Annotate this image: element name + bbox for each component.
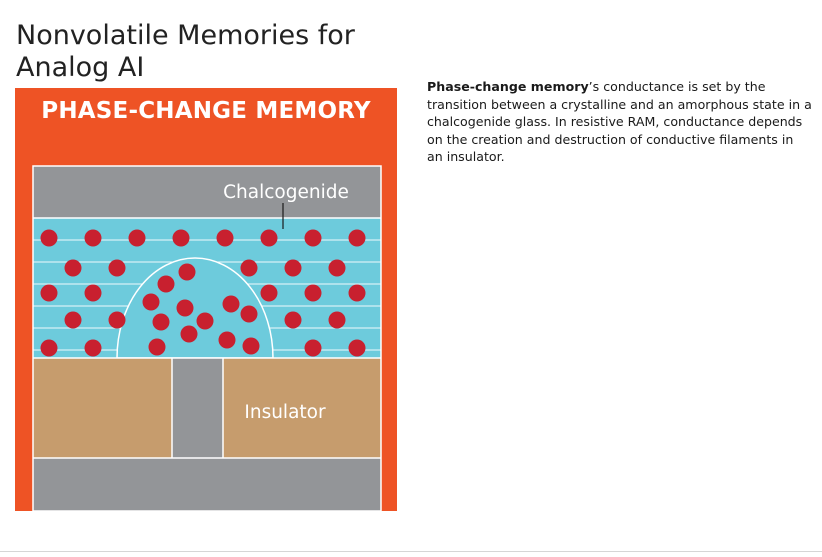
description-text: ’s conductance is set by the transition … (427, 79, 812, 164)
bottom-electrode (33, 458, 381, 511)
amorphous-region (116, 257, 274, 359)
top-electrode (33, 166, 381, 218)
description-lead: Phase-change memory (427, 79, 589, 94)
phase-change-memory-figure: Chalcogenide Insulator PHASE-CHANGE MEMO… (15, 88, 397, 511)
memory-cell-diagram: Chalcogenide Insulator (32, 165, 382, 511)
label-insulator: Insulator (244, 402, 326, 423)
page-title: Nonvolatile Memories for Analog AI (16, 20, 355, 83)
insulator-right (223, 358, 381, 458)
description-paragraph: Phase-change memory’s conductance is set… (427, 78, 812, 166)
layer-borders (32, 165, 382, 511)
figure-heading: PHASE-CHANGE MEMORY (41, 98, 371, 124)
insulator-left (33, 358, 172, 458)
heater-electrode (172, 358, 223, 458)
atoms (40, 229, 366, 357)
label-chalcogenide: Chalcogenide (223, 182, 349, 203)
bottom-divider (0, 551, 822, 552)
